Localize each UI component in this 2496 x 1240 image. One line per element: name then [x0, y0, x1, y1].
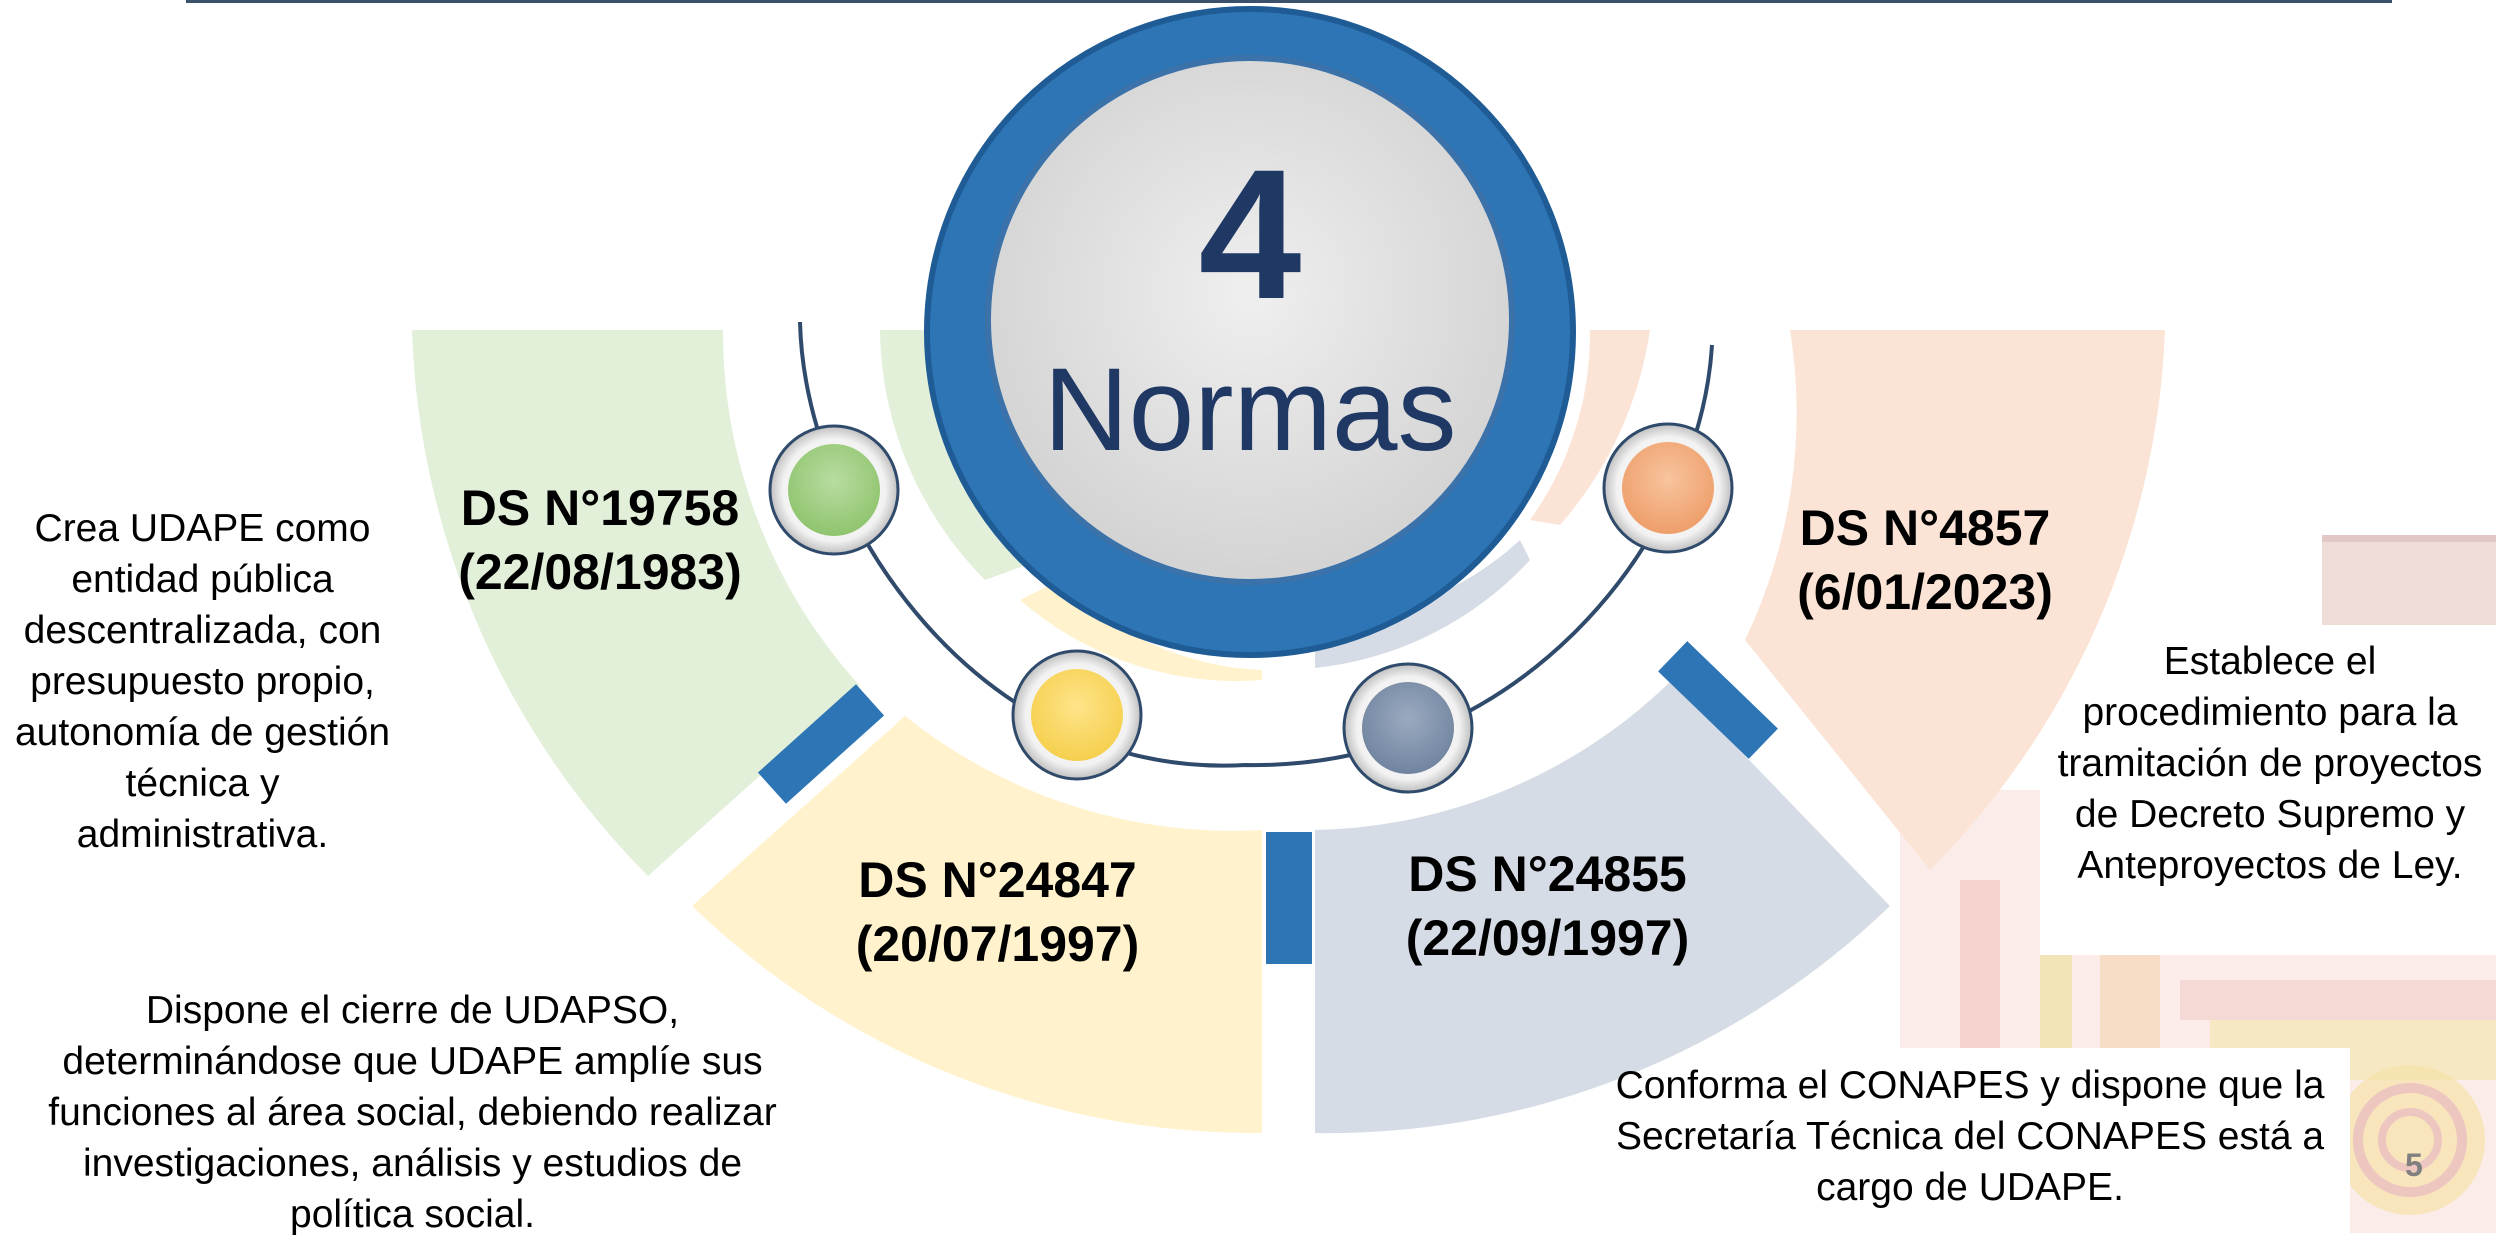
- segment-yellow: [692, 716, 1262, 1134]
- norm-2-date: (20/07/1997): [855, 916, 1140, 972]
- norm-1-code: DS N°19758: [460, 480, 740, 536]
- norm-4-date: (6/01/2023): [1797, 564, 2053, 620]
- timeline-node-2: [1011, 649, 1143, 781]
- connector-bar-2: [1266, 832, 1312, 964]
- norm-3-code: DS N°24855: [1408, 846, 1687, 902]
- norm-2-description: Dispone el cierre de UDAPSO, determinánd…: [48, 989, 777, 1236]
- norm-1-date: (22/08/1983): [458, 544, 742, 600]
- center-disc: [985, 55, 1515, 585]
- connector-bar-3: [1658, 641, 1778, 759]
- norm-3-description: Conforma el CONAPES y dispone que la Sec…: [1615, 1064, 2325, 1209]
- norm-2-code: DS N°24847: [858, 852, 1137, 908]
- norm-4-code: DS N°4857: [1799, 500, 2051, 556]
- timeline-node-1: [768, 424, 900, 556]
- page-number: 5: [2405, 1147, 2423, 1183]
- norm-3-title: DS N°24855 (22/09/1997): [1370, 842, 1725, 970]
- segment-orange: [1745, 330, 2165, 870]
- segment-gray: [1315, 680, 1890, 1134]
- norm-4-description: Establece el procedimiento para la trami…: [2057, 640, 2483, 887]
- norms-label: Normas: [1043, 344, 1457, 476]
- norm-3-date: (22/09/1997): [1405, 910, 1690, 966]
- norm-4-title: DS N°4857 (6/01/2023): [1760, 496, 2090, 624]
- norms-count: 4: [1198, 132, 1302, 338]
- connector-bar-1: [757, 684, 885, 804]
- center-ring-shade: [924, 6, 1576, 658]
- segment-green: [412, 330, 860, 876]
- desc-panel-3: [1610, 1048, 2350, 1233]
- inner-segment-orange: [1530, 330, 1650, 525]
- norm-1-description: Crea UDAPE como entidad pública descentr…: [14, 507, 391, 856]
- desc-panel-4: [2040, 625, 2496, 955]
- timeline-node-4: [1602, 422, 1734, 554]
- top-rule: [186, 0, 2392, 3]
- timeline-node-3: [1342, 662, 1474, 794]
- norm-2-title: DS N°24847 (20/07/1997): [820, 848, 1175, 976]
- norm-1-title: DS N°19758 (22/08/1983): [440, 476, 760, 604]
